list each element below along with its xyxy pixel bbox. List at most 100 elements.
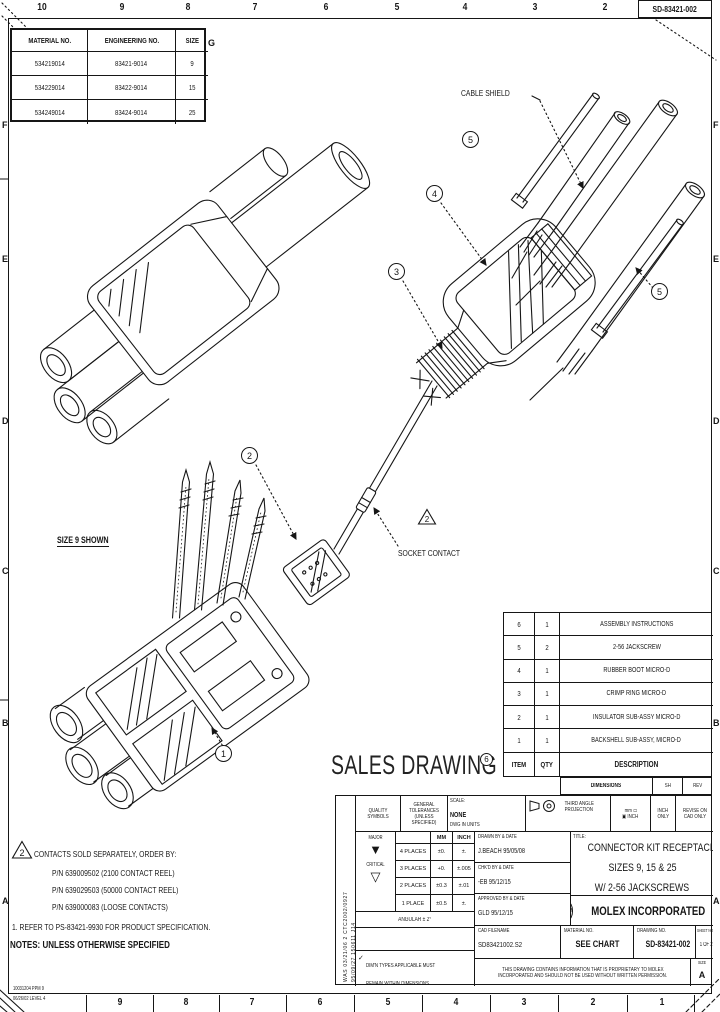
quality-symbols-label: QUALITY SYMBOLS (367, 807, 389, 820)
tolerance-table: MM INCH 4 PLACES ±0. ±. 3 PLACES +0. ±.0… (396, 832, 475, 912)
sales-drawing-title: SALES DRAWING (331, 750, 497, 780)
balloon-item-6: 6 (480, 753, 493, 766)
dim-note: REMAIN WITHIN DIMENSIONS (366, 981, 430, 986)
doc-number-box: SD-83421-002 (638, 0, 712, 18)
grid-number-bottom: 7 (249, 997, 255, 1008)
tol-row-label: 1 PLACE (396, 895, 431, 911)
proprietary-notice: INCORPORATED AND SHOULD NOT BE USED WITH… (498, 972, 667, 979)
material-cell: 25 (188, 107, 196, 117)
grid-number-bottom: 9 (117, 997, 123, 1008)
company-name: MOLEX INCORPORATED (591, 903, 706, 918)
zone-letter-right: C (713, 566, 720, 576)
critical-symbol-icon: ▽ (370, 869, 381, 884)
grid-number-bottom: 8 (183, 997, 189, 1008)
drawn-by-label: DRAWN BY & DATE (478, 834, 517, 840)
grid-tick (354, 995, 355, 1012)
drawing-title-line: CONNECTOR KIT RECEPTACLE (587, 842, 713, 854)
bom-cell: ASSEMBLY INSTRUCTIONS (560, 613, 713, 637)
drawing-border-frame (8, 18, 712, 994)
scale-label: SCALE: (450, 798, 466, 804)
grid-number-top: 2 (602, 2, 608, 13)
balloon-item-5: 5 (651, 283, 668, 300)
rev-col-label: REV (693, 783, 703, 789)
grid-number-top: 4 (462, 2, 468, 13)
sheet-no-label: SHEET NO. (697, 928, 713, 933)
material-cell: 15 (176, 76, 208, 100)
general-tolerances-label: GENERAL TOLERANCES (UNLESS SPECIFIED) (409, 801, 439, 826)
drawing-title-line: W/ 2-56 JACKSCREWS (594, 882, 690, 894)
zone-letter-left: E (2, 254, 9, 264)
material-no-label: MATERIAL NO. (564, 928, 594, 934)
zone-letter-left: F (2, 120, 8, 130)
grid-number-bottom: 4 (453, 997, 459, 1008)
grid-tick (558, 995, 559, 1012)
bom-cell: 1 (535, 659, 560, 683)
third-angle-label: THIRD ANGLE PROJECTION (564, 801, 594, 813)
grid-number-top: 8 (185, 2, 191, 13)
balloon-item-1: 1 (215, 745, 232, 762)
material-cell: 534219014 (12, 52, 88, 76)
drawing-title-line: SIZES 9, 15 & 25 (608, 862, 676, 874)
material-col-header: ENGINEERING NO. (88, 30, 176, 52)
grid-tick (219, 995, 220, 1012)
third-angle-symbol (529, 800, 555, 812)
bom-cell: 1 (504, 729, 535, 753)
bom-cell: BACKSHELL SUB-ASSY, MICRO-D (560, 729, 713, 753)
inch-checkbox: ▣ INCH (622, 813, 639, 820)
tol-header-mm: MM (431, 832, 453, 844)
zone-letter-right: D (713, 416, 720, 426)
material-col-header: SIZE (176, 30, 208, 52)
dim-note: DIM'N TYPES APPLICABLE MUST (365, 963, 436, 969)
material-cell: 9 (176, 52, 208, 76)
tol-row-label: 4 PLACES (396, 844, 431, 861)
mm-checkbox: mm ▭ (624, 807, 637, 814)
tol-value: ±0.3 (431, 878, 453, 895)
zone-letter-left: B (2, 718, 9, 728)
material-cell: 534229014 (12, 76, 88, 100)
tol-row-label: 3 PLACES (396, 861, 431, 878)
note-part-number: P/N 639000083 (LOOSE CONTACTS) (52, 902, 168, 912)
grid-tick (627, 995, 628, 1012)
note-contacts-sold: CONTACTS SOLD SEPARATELY, ORDER BY: (34, 849, 177, 859)
grid-number-bottom: 5 (385, 997, 391, 1008)
grid-tick (422, 995, 423, 1012)
units-label: DWG IN UNITS (450, 822, 480, 828)
note-part-number: P/N 639029503 (50000 CONTACT REEL) (52, 885, 179, 895)
bom-cell: 1 (535, 613, 560, 637)
drawing-no-label: DRAWING NO. (637, 928, 667, 934)
material-table: MATERIAL NO. ENGINEERING NO. SIZE 534219… (10, 28, 208, 124)
checked-by-label: CHK'D BY & DATE (478, 865, 514, 871)
socket-contact-label: SOCKET CONTACT (398, 548, 461, 558)
svg-text:2: 2 (19, 848, 24, 858)
zone-letter-g: G (208, 38, 216, 48)
grid-number-top: 9 (119, 2, 125, 13)
size-shown-label: SIZE 9 SHOWN (57, 535, 109, 547)
bom-cell: INSULATOR SUB-ASSY MICRO-D (560, 706, 713, 730)
zone-letter-right: E (713, 254, 720, 264)
dimensions-label: DIMENSIONS (591, 783, 622, 789)
note-part-number: P/N 639009502 (2100 CONTACT REEL) (52, 868, 175, 878)
grid-number-top: 5 (394, 2, 400, 13)
material-cell: 534249014 (12, 100, 88, 124)
grid-number-bottom: 1 (659, 997, 665, 1008)
grid-tick (694, 995, 695, 1012)
bom-col-header: QTY (535, 752, 560, 776)
bom-cell: 2-56 JACKSCREW (560, 636, 713, 660)
grid-number-top: 3 (532, 2, 538, 13)
dimensions-strip: DIMENSIONS SH REV (560, 777, 712, 795)
angular-tolerance: ANGULAR ± 2° (398, 916, 432, 923)
grid-number-top: 6 (323, 2, 329, 13)
size-label: SIZE (697, 960, 706, 965)
tol-value: ±. (453, 844, 474, 861)
note-2-triangle-callout: 2 (417, 508, 437, 525)
bom-cell: 5 (504, 636, 535, 660)
checked-by-value: -EB 95/12/15 (478, 879, 511, 886)
zone-letter-right: F (713, 120, 719, 130)
grid-number-top: 7 (252, 2, 258, 13)
tol-value: +0. (431, 861, 453, 878)
sheet-no-value: 1 OF 2 (699, 942, 713, 948)
print-stamp-line: 06/26/02 LEVEL 4 (13, 995, 46, 1002)
zone-letter-left: D (2, 416, 9, 426)
bom-cell: 1 (535, 706, 560, 730)
doc-number: SD-83421-002 (652, 4, 698, 14)
